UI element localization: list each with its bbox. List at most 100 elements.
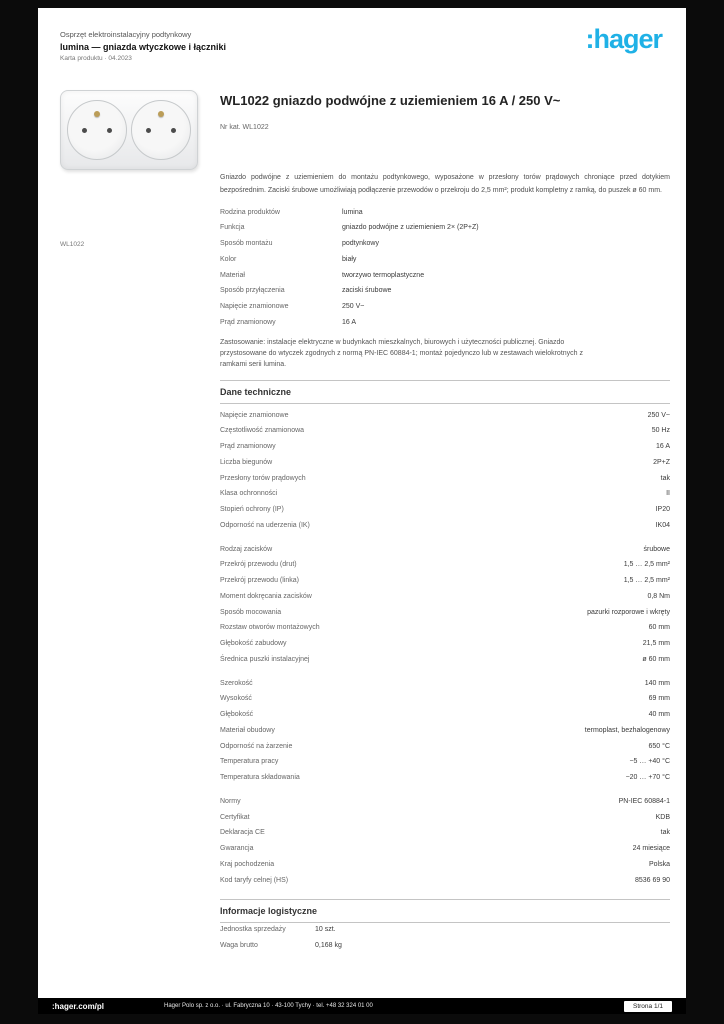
- spec-value: tak: [660, 829, 670, 837]
- spec-label: Rodzaj zacisków: [220, 545, 273, 553]
- table-row: Rodzaj zacisków śrubowe: [220, 542, 670, 558]
- table-row: Klasa ochronności II: [220, 487, 670, 503]
- table-row: Napięcie znamionowe 250 V~: [220, 300, 670, 316]
- spec-value: 60 mm: [648, 624, 670, 632]
- table-row: Materiał obudowy termoplast, bezhalogeno…: [220, 723, 670, 739]
- spec-value: KDB: [655, 813, 670, 821]
- socket-right-icon: [131, 100, 191, 160]
- tech-group-mounting: Rodzaj zacisków śrubowe Przekrój przewod…: [220, 542, 670, 668]
- datasheet-page: Osprzęt elektroinstalacyjny podtynkowy l…: [38, 8, 686, 1014]
- spec-label: Sposób montażu: [220, 240, 273, 247]
- spec-label: Temperatura pracy: [220, 758, 279, 766]
- table-row: Gwarancja 24 miesiące: [220, 842, 670, 858]
- spec-value: 24 miesiące: [632, 845, 670, 852]
- spec-label: Deklaracja CE: [220, 829, 265, 837]
- spec-value: 250 V~: [647, 411, 670, 419]
- spec-value: termoplast, bezhalogenowy: [584, 726, 670, 734]
- spec-value: ø 60 mm: [642, 655, 670, 663]
- spec-label: Głębokość zabudowy: [220, 640, 287, 647]
- table-row: Rozstaw otworów montażowych 60 mm: [220, 621, 670, 637]
- spec-value: 69 mm: [648, 695, 670, 703]
- spec-value: 10 szt.: [315, 926, 336, 934]
- document-header: Osprzęt elektroinstalacyjny podtynkowy l…: [60, 30, 226, 62]
- spec-label: Odporność na żarzenie: [220, 742, 293, 750]
- spec-value: 140 mm: [644, 679, 670, 687]
- spec-value: IP20: [655, 506, 670, 513]
- spec-value: 650 °C: [648, 742, 670, 750]
- tech-section-header: Dane techniczne: [220, 380, 670, 404]
- table-row: Przekrój przewodu (drut) 1,5 … 2,5 mm²: [220, 558, 670, 574]
- table-row: Średnica puszki instalacyjnej ø 60 mm: [220, 652, 670, 668]
- table-row: Sposób przyłączenia zaciski śrubowe: [220, 284, 670, 300]
- spec-value: 0,8 Nm: [647, 592, 670, 600]
- table-row: Głębokość zabudowy 21,5 mm: [220, 637, 670, 653]
- spec-label: Odporność na uderzenia (IK): [220, 521, 310, 529]
- spec-label: Stopień ochrony (IP): [220, 506, 284, 513]
- table-row: Przesłony torów prądowych tak: [220, 471, 670, 487]
- table-row: Normy PN-IEC 60884-1: [220, 794, 670, 810]
- spec-value: 1,5 … 2,5 mm²: [623, 577, 670, 584]
- table-row: Sposób montażu podtynkowy: [220, 237, 670, 253]
- table-row: Waga brutto 0,168 kg: [220, 939, 670, 955]
- product-reference: Nr kat. WL1022: [220, 124, 269, 131]
- spec-label: Materiał: [220, 271, 245, 279]
- table-row: Napięcie znamionowe 250 V~: [220, 408, 670, 424]
- spec-label: Średnica puszki instalacyjnej: [220, 655, 310, 663]
- hager-logo: :hager: [585, 24, 663, 54]
- spec-value: −5 … +40 °C: [629, 758, 670, 766]
- logistics-section-title: Informacje logistyczne: [220, 905, 318, 916]
- table-row: Funkcja gniazdo podwójne z uziemieniem 2…: [220, 221, 670, 237]
- spec-label: Temperatura składowania: [220, 774, 300, 781]
- table-row: Temperatura składowania −20 … +70 °C: [220, 771, 670, 787]
- spec-label: Normy: [220, 797, 241, 805]
- table-row: Wysokość 69 mm: [220, 692, 670, 708]
- table-row: Temperatura pracy −5 … +40 °C: [220, 755, 670, 771]
- socket-hole-icon: [146, 128, 151, 133]
- spec-value: 40 mm: [648, 711, 670, 718]
- footer-company-info: Hager Polo sp. z o.o. · ul. Fabryczna 10…: [164, 1003, 373, 1009]
- image-caption: WL1022: [60, 241, 85, 248]
- tech-table: Napięcie znamionowe 250 V~ Częstotliwość…: [220, 408, 670, 889]
- spec-value: podtynkowy: [342, 240, 379, 247]
- footer-website-link[interactable]: :hager.com/pl: [52, 1001, 105, 1011]
- spec-label: Napięcie znamionowe: [220, 411, 289, 419]
- spec-value: PN-IEC 60884-1: [618, 797, 670, 805]
- spec-label: Przesłony torów prądowych: [220, 474, 306, 482]
- spec-value: zaciski śrubowe: [342, 287, 392, 295]
- spec-value: 16 A: [655, 443, 670, 450]
- table-row: Materiał tworzywo termoplastyczne: [220, 268, 670, 284]
- spec-value: pazurki rozporowe i wkręty: [587, 608, 670, 616]
- spec-label: Materiał obudowy: [220, 726, 275, 734]
- spec-value: −20 … +70 °C: [625, 774, 670, 781]
- table-row: Prąd znamionowy 16 A: [220, 315, 670, 331]
- spec-label: Klasa ochronności: [220, 490, 278, 498]
- table-row: Odporność na żarzenie 650 °C: [220, 739, 670, 755]
- logistics-table: Jednostka sprzedaży 10 szt. Waga brutto …: [220, 923, 670, 955]
- table-row: Moment dokręcania zacisków 0,8 Nm: [220, 589, 670, 605]
- spec-label: Prąd znamionowy: [220, 318, 276, 326]
- spec-label: Sposób mocowania: [220, 608, 282, 616]
- earth-pin-icon: [158, 111, 164, 117]
- spec-value: 2P+Z: [653, 458, 670, 466]
- table-row: Głębokość 40 mm: [220, 708, 670, 724]
- tech-group-standards: Normy PN-IEC 60884-1 Certyfikat KDB Dekl…: [220, 794, 670, 889]
- main-content: WL1022 gniazdo podwójne z uziemieniem 16…: [220, 93, 670, 954]
- spec-value: 0,168 kg: [315, 942, 342, 949]
- table-row: Rodzina produktów lumina: [220, 205, 670, 221]
- spec-value: biały: [342, 255, 357, 263]
- tech-group-electrical: Napięcie znamionowe 250 V~ Częstotliwość…: [220, 408, 670, 534]
- spec-label: Sposób przyłączenia: [220, 287, 285, 295]
- spec-label: Napięcie znamionowe: [220, 303, 289, 310]
- header-family: lumina — gniazda wtyczkowe i łączniki: [60, 42, 227, 52]
- spec-value: 50 Hz: [651, 427, 670, 435]
- spec-label: Częstotliwość znamionowa: [220, 427, 305, 435]
- spec-label: Moment dokręcania zacisków: [220, 592, 312, 600]
- table-row: Certyfikat KDB: [220, 810, 670, 826]
- spec-value: 16 A: [342, 318, 357, 326]
- spec-label: Kraj pochodzenia: [220, 860, 275, 868]
- tech-section-title: Dane techniczne: [220, 387, 292, 397]
- socket-left-icon: [67, 100, 127, 160]
- spec-value: 250 V~: [342, 303, 365, 310]
- table-row: Liczba biegunów 2P+Z: [220, 455, 670, 471]
- spec-label: Szerokość: [220, 679, 253, 687]
